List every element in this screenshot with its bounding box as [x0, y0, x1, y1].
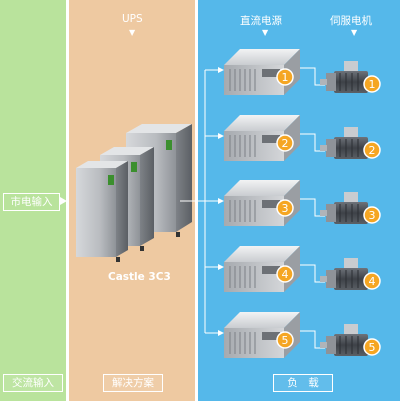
dc-power-number-badge-4: 4 [276, 265, 294, 283]
dc-power-number-1: 1 [282, 71, 289, 84]
ups-cabinet-small [76, 161, 128, 262]
servo-motor-header: 伺服电机 [330, 15, 372, 27]
dc-power-supply-3 [224, 180, 300, 226]
dc-power-marker: ▼ [262, 28, 269, 37]
servo-motor-3 [320, 192, 368, 224]
footer-solution: 解决方案 [103, 374, 163, 392]
servo-motor-number-2: 2 [369, 144, 376, 157]
servo-motor-number-badge-1: 1 [363, 75, 381, 93]
servo-motor-5 [320, 324, 368, 356]
dc-power-number-badge-1: 1 [276, 68, 294, 86]
servo-motor-2 [320, 127, 368, 159]
dc-power-number-3: 3 [282, 202, 289, 215]
dc-power-number-badge-3: 3 [276, 199, 294, 217]
servo-motor-number-3: 3 [369, 209, 376, 222]
dc-power-number-2: 2 [282, 137, 289, 150]
dc-power-number-5: 5 [282, 334, 289, 347]
ac-input-label: 市电输入 [3, 193, 60, 211]
servo-motor-marker: ▼ [351, 28, 358, 37]
dc-power-header: 直流电源 [240, 15, 282, 27]
servo-motor-number-badge-4: 4 [363, 272, 381, 290]
servo-motor-number-badge-2: 2 [363, 141, 381, 159]
servo-motor-1 [320, 61, 368, 93]
servo-motor-number-badge-5: 5 [363, 338, 381, 356]
dc-power-number-4: 4 [282, 268, 289, 281]
ups-marker: ▼ [129, 28, 136, 37]
servo-motor-number-5: 5 [369, 341, 376, 354]
footer-load: 负 载 [273, 374, 333, 392]
servo-motor-number-badge-3: 3 [363, 206, 381, 224]
dc-power-number-badge-5: 5 [276, 331, 294, 349]
servo-motor-4 [320, 258, 368, 290]
footer-ac-input: 交流输入 [3, 374, 63, 392]
servo-motor-number-1: 1 [369, 78, 376, 91]
servo-motor-number-4: 4 [369, 275, 376, 288]
ups-model-label: Castle 3C3 [108, 271, 171, 283]
ups-header: UPS [122, 13, 143, 25]
dc-power-number-badge-2: 2 [276, 134, 294, 152]
distribution-lines [180, 67, 325, 349]
dc-power-supply-5 [224, 312, 300, 358]
